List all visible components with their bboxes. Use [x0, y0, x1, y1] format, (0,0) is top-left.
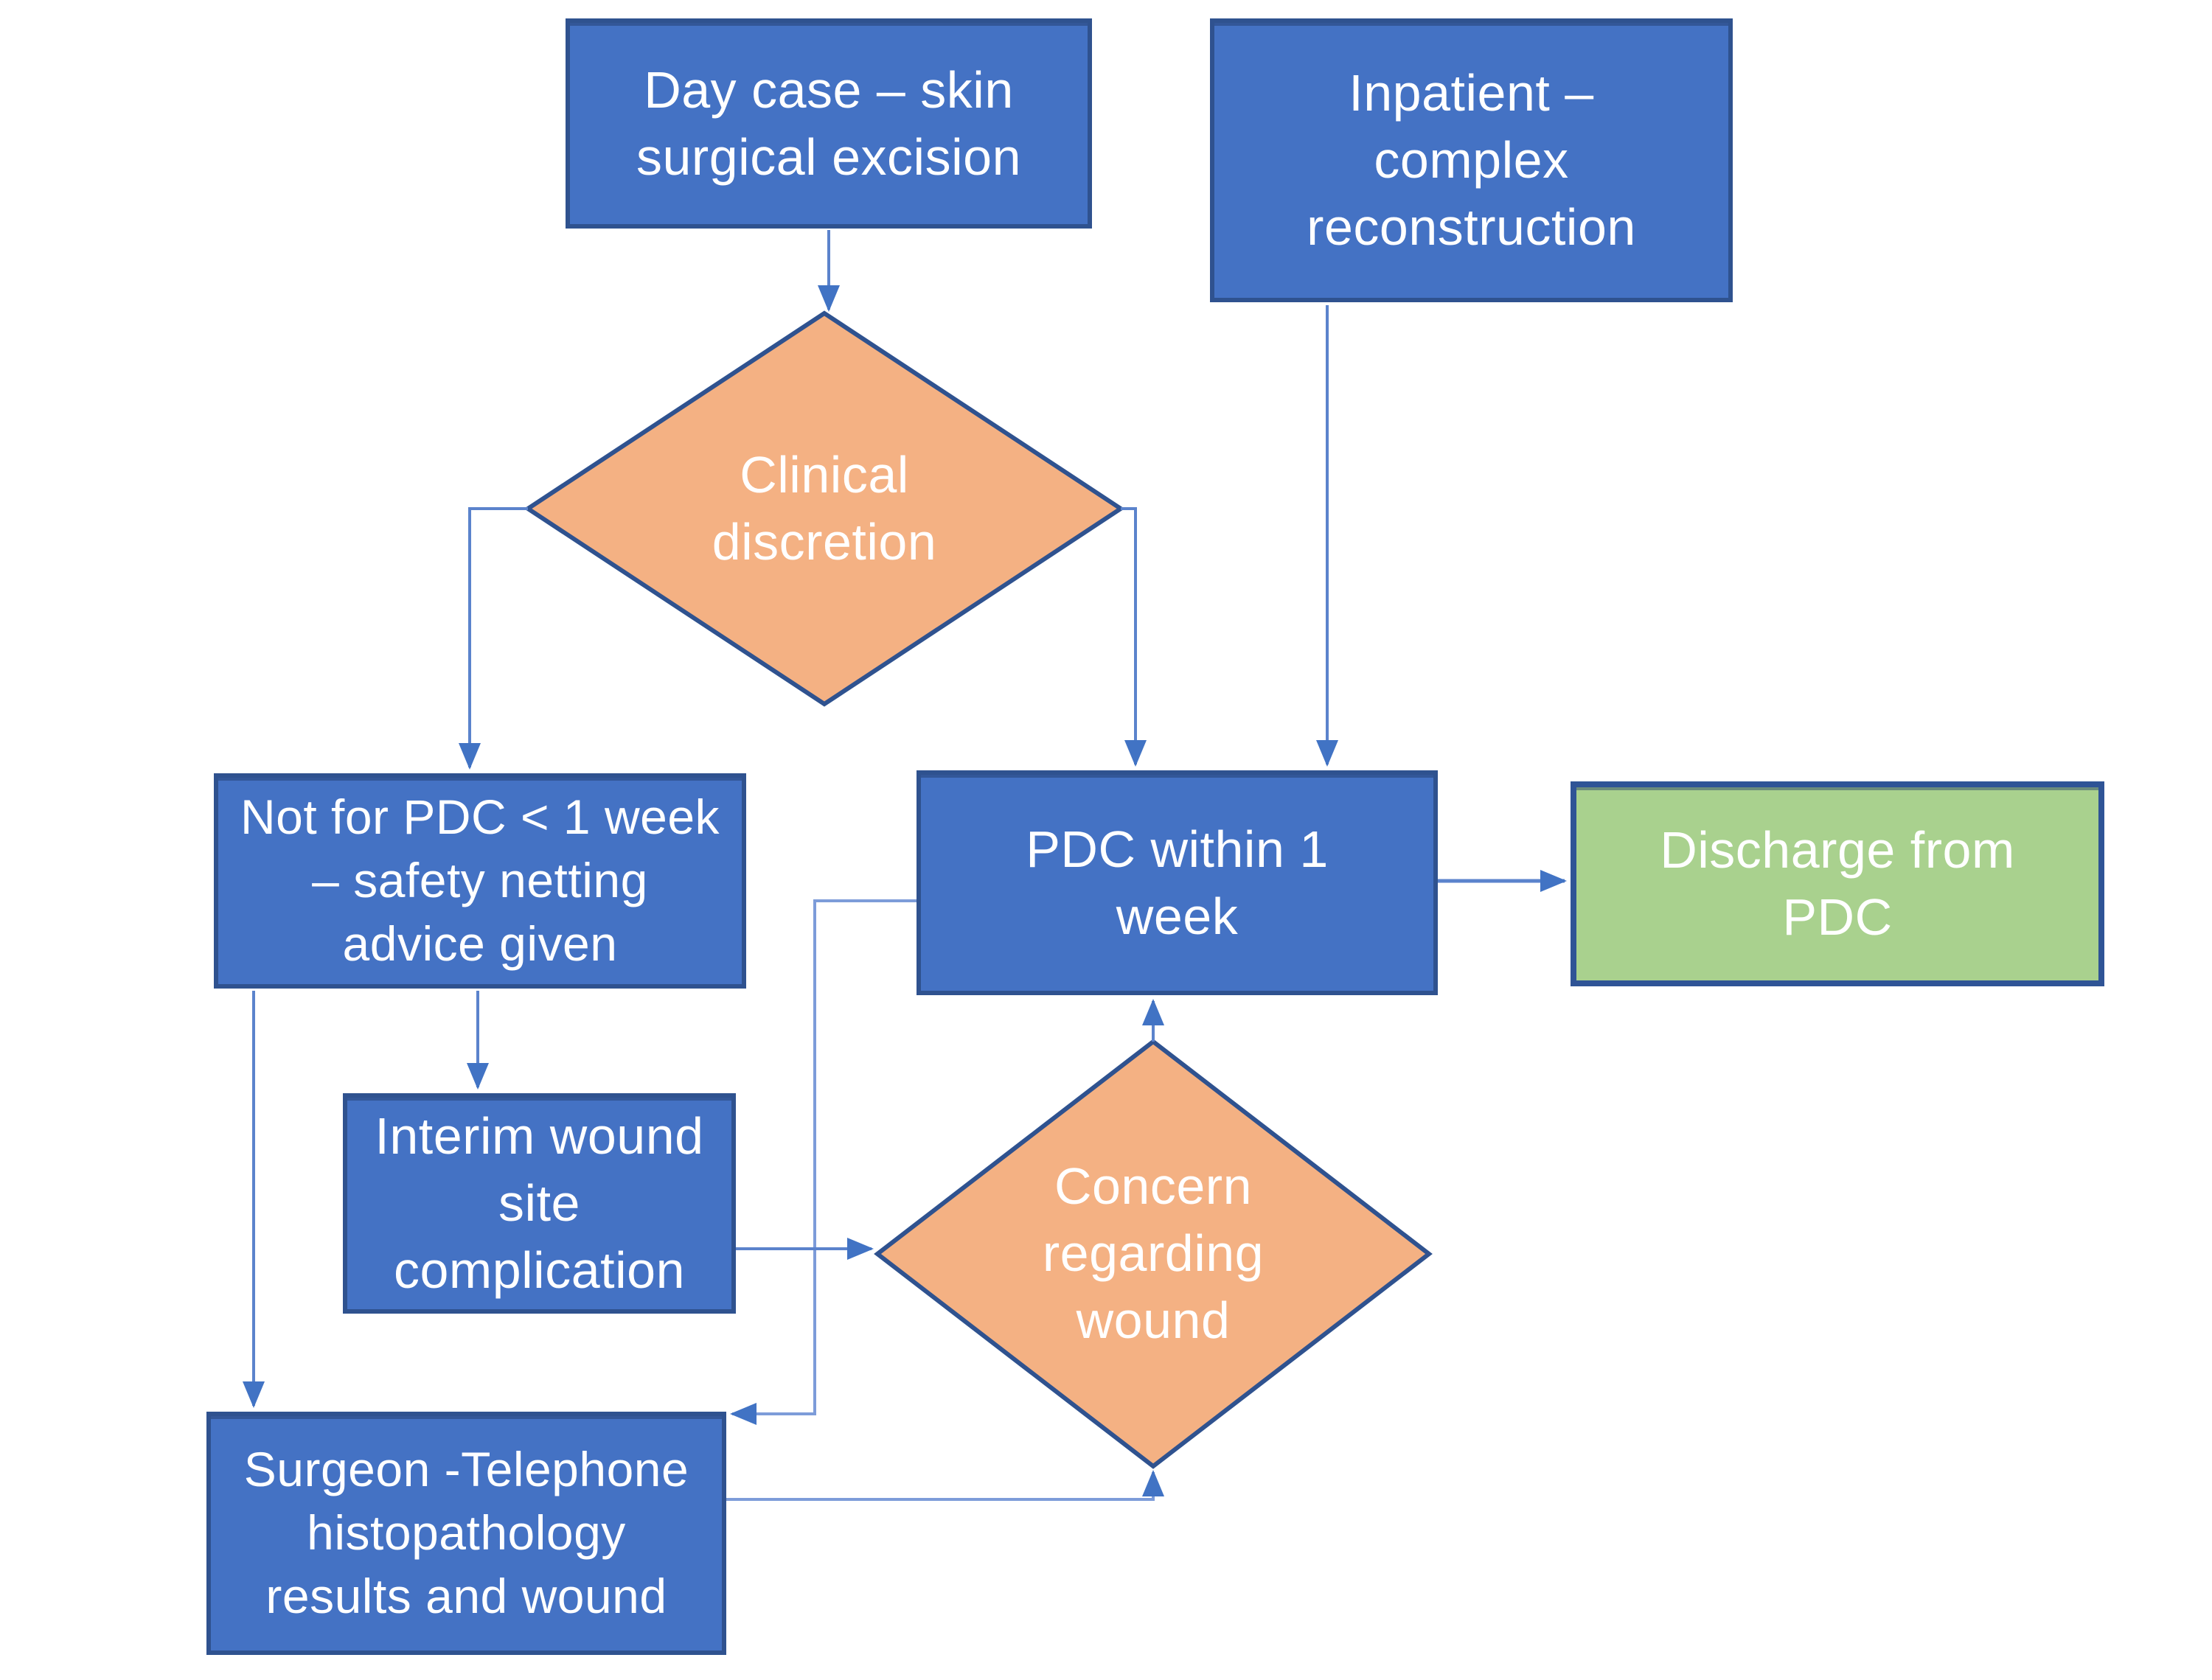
node-surgeon-telephone-histopathology: Surgeon -Telephone histopathology result… [206, 1412, 726, 1655]
node-interim-wound-site-complication: Interim wound site complication [343, 1093, 736, 1314]
node-clinical-discretion-label: Clinical discretion [712, 446, 937, 571]
node-pdc-within-1-week: PDC within 1 week [917, 770, 1438, 995]
node-discharge-from-pdc: Discharge from PDC [1571, 781, 2104, 986]
node-concern-regarding-wound-label: Concern regarding wound [1042, 1157, 1265, 1349]
node-inpatient-complex-reconstruction: Inpatient – complex reconstruction [1210, 18, 1733, 302]
edge-clinical-to-pdc [1121, 507, 1147, 767]
node-day-case-skin-surgical-excision: Day case – skin surgical excision [566, 18, 1092, 229]
concern-regarding-wound-diamond [874, 1039, 1433, 1469]
clinical-discretion-diamond [524, 310, 1125, 707]
edge-clinical-to-notforpdc [459, 507, 528, 770]
edge-surgeon-to-concern [726, 1470, 1164, 1501]
edge-pdc-to-surgeon [730, 899, 917, 1425]
node-not-for-pdc-safety-netting: Not for PDC < 1 week – safety netting ad… [214, 773, 746, 989]
